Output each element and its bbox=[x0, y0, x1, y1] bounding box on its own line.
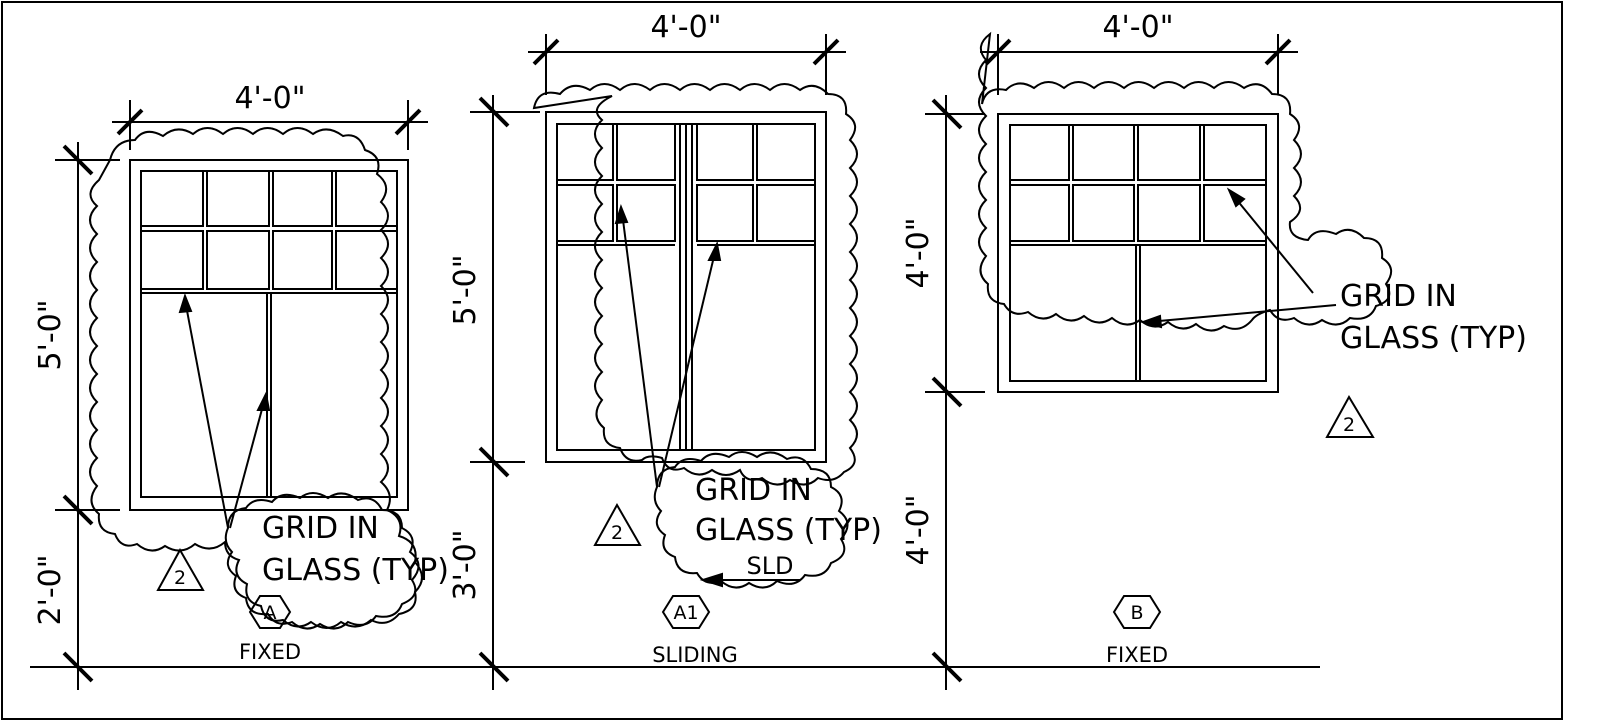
grid-leader-a bbox=[178, 293, 271, 529]
sill-label-a1: 3'-0" bbox=[448, 529, 483, 600]
window-type-a1: SLIDING bbox=[652, 643, 738, 667]
revision-triangle-a1 bbox=[593, 502, 642, 546]
height-label-a1: 5'-0" bbox=[448, 254, 483, 325]
window-tag-b-label: B bbox=[1130, 602, 1143, 624]
grid-leader-b bbox=[1139, 187, 1337, 329]
window-type-b: FIXED bbox=[1106, 643, 1168, 667]
note-cloud-a1 bbox=[653, 451, 849, 589]
grid-note-a-line1: GRID IN bbox=[262, 511, 379, 546]
sheet-border bbox=[1, 1, 1563, 720]
window-frame-a bbox=[129, 159, 409, 511]
revision-number-a1: 2 bbox=[611, 522, 623, 544]
window-tag-a-label: A bbox=[264, 602, 277, 624]
revision-number-a: 2 bbox=[174, 567, 186, 589]
revision-number-b: 2 bbox=[1343, 414, 1355, 436]
revision-cloud-a1 bbox=[532, 83, 858, 486]
revision-triangle-b bbox=[1325, 394, 1375, 438]
window-type-a: FIXED bbox=[239, 640, 301, 664]
height-label-b: 4'-0" bbox=[901, 217, 936, 288]
height-label-a: 5'-0" bbox=[33, 299, 68, 370]
operation-label-a1: SLD bbox=[746, 552, 793, 580]
revision-cloud-b bbox=[978, 31, 1393, 332]
window-tag-a bbox=[248, 595, 292, 629]
revision-cloud-a bbox=[89, 127, 423, 629]
grid-muntins-a1 bbox=[556, 123, 816, 450]
width-dimension-a bbox=[112, 100, 428, 150]
window-b: GRID IN GLASS (TYP) 2 4'-0" 4'-0" 4'-0" … bbox=[901, 10, 1527, 690]
window-a1: GRID IN GLASS (TYP) 2 SLD 4'-0" 5'-0" 3'… bbox=[448, 10, 882, 690]
height-dimension-a bbox=[55, 142, 120, 690]
grid-note-a-line2: GLASS (TYP) bbox=[262, 553, 449, 588]
width-label-a1: 4'-0" bbox=[650, 10, 721, 45]
window-frame-a1 bbox=[545, 111, 827, 463]
sill-label-a: 2'-0" bbox=[33, 554, 68, 625]
width-dimension-a1 bbox=[528, 34, 846, 95]
window-a: GRID IN GLASS (TYP) 2 4'-0" 5'-0" 2'-0" … bbox=[33, 81, 449, 690]
width-label-b: 4'-0" bbox=[1102, 10, 1173, 45]
width-dimension-b bbox=[980, 34, 1298, 95]
note-cloud-a bbox=[224, 492, 420, 630]
sill-label-b: 4'-0" bbox=[901, 494, 936, 565]
slide-arrow-a1 bbox=[699, 572, 800, 588]
grid-note-a1-line2: GLASS (TYP) bbox=[695, 513, 882, 548]
window-tag-a1 bbox=[661, 595, 711, 629]
window-tag-a1-label: A1 bbox=[673, 602, 698, 624]
grid-leader-a1 bbox=[614, 204, 722, 488]
grid-note-b-line1: GRID IN bbox=[1340, 279, 1457, 314]
grid-note-b-line2: GLASS (TYP) bbox=[1340, 321, 1527, 356]
window-frame-b bbox=[997, 113, 1279, 393]
revision-triangle-a bbox=[156, 547, 205, 591]
width-label-a: 4'-0" bbox=[234, 81, 305, 116]
grid-muntins-b bbox=[1009, 124, 1267, 381]
height-dimension-b bbox=[925, 95, 985, 690]
window-tag-b bbox=[1112, 595, 1162, 629]
height-dimension-a1 bbox=[470, 95, 540, 690]
grid-muntins-a bbox=[140, 170, 398, 497]
grid-note-a1-line1: GRID IN bbox=[695, 473, 812, 508]
